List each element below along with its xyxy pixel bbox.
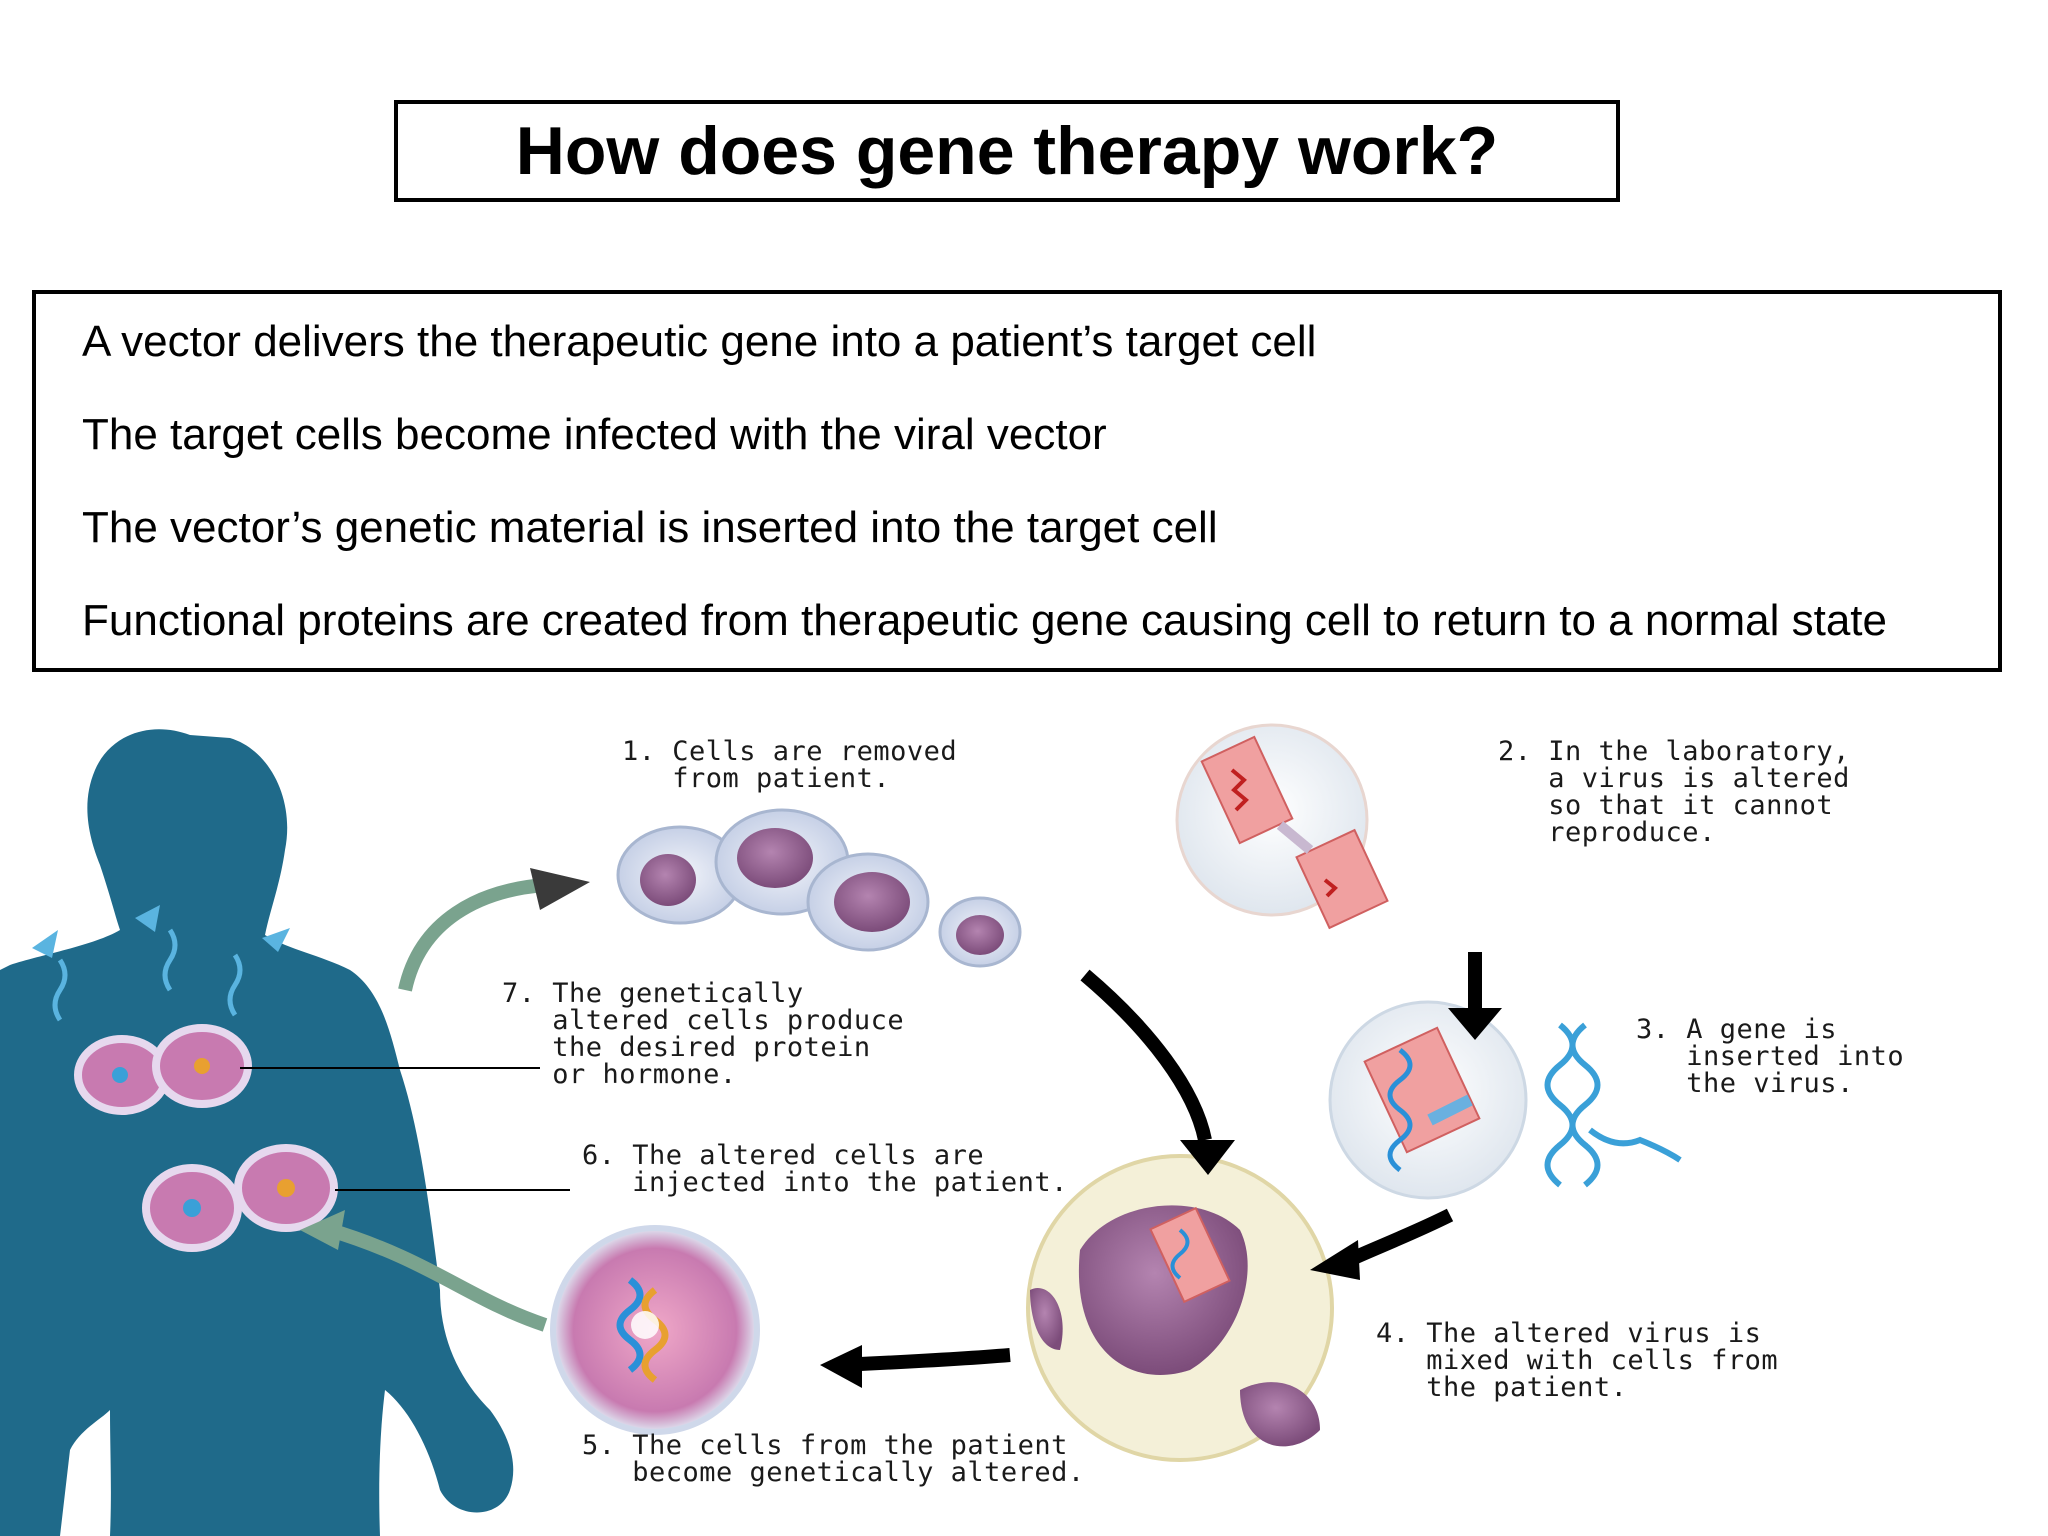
removed-cells xyxy=(616,808,1022,968)
arrow-1-to-4-head xyxy=(1180,1140,1235,1175)
page-title: How does gene therapy work? xyxy=(515,113,1499,189)
removal-arrow xyxy=(398,878,546,992)
reinject-arrow-head xyxy=(300,1210,345,1250)
step-3-label: 3. A gene is inserted into the virus. xyxy=(1636,1014,1905,1099)
altered-cell xyxy=(550,1225,760,1435)
arrow-4-to-5 xyxy=(839,1348,1011,1372)
removal-arrow-head xyxy=(530,868,590,910)
gene-insert-bubble xyxy=(1328,1000,1528,1200)
arrow-3-to-4 xyxy=(1341,1208,1454,1269)
body-cells-upper xyxy=(74,1024,252,1115)
step-4-label: 4. The altered virus is mixed with cells… xyxy=(1376,1318,1779,1403)
reinject-arrow xyxy=(327,1223,548,1332)
bullet-item: A vector delivers the therapeutic gene i… xyxy=(82,317,1317,366)
mixed-cells xyxy=(1026,1154,1334,1462)
arrow-1-to-4 xyxy=(1080,969,1212,1142)
bullet-item: The target cells become infected with th… xyxy=(82,410,1107,459)
bullet-list: A vector delivers the therapeutic gene i… xyxy=(32,290,2002,672)
arrow-3-to-4-head xyxy=(1310,1240,1360,1280)
title-box: How does gene therapy work? xyxy=(394,100,1620,202)
step-1-label: 1. Cells are removed from patient. xyxy=(622,736,958,794)
arrow-2-to-3-head xyxy=(1448,1008,1502,1040)
step-7-label: 7. The genetically altered cells produce… xyxy=(502,978,905,1090)
hormone-arrows xyxy=(32,905,290,1022)
step-2-label: 2. In the laboratory, a virus is altered… xyxy=(1498,736,1850,848)
gene-therapy-diagram xyxy=(0,723,1682,1536)
step-6-label: 6. The altered cells are injected into t… xyxy=(582,1140,1068,1198)
body-cells-lower xyxy=(142,1144,338,1252)
arrow-4-to-5-head xyxy=(820,1345,862,1388)
virus-bubble xyxy=(1175,723,1389,930)
human-silhouette xyxy=(0,729,514,1536)
step-5-label: 5. The cells from the patient become gen… xyxy=(582,1430,1085,1488)
dna-strand xyxy=(1544,1022,1682,1188)
bullet-item: The vector’s genetic material is inserte… xyxy=(82,503,1218,552)
bullet-item: Functional proteins are created from the… xyxy=(82,596,1887,645)
